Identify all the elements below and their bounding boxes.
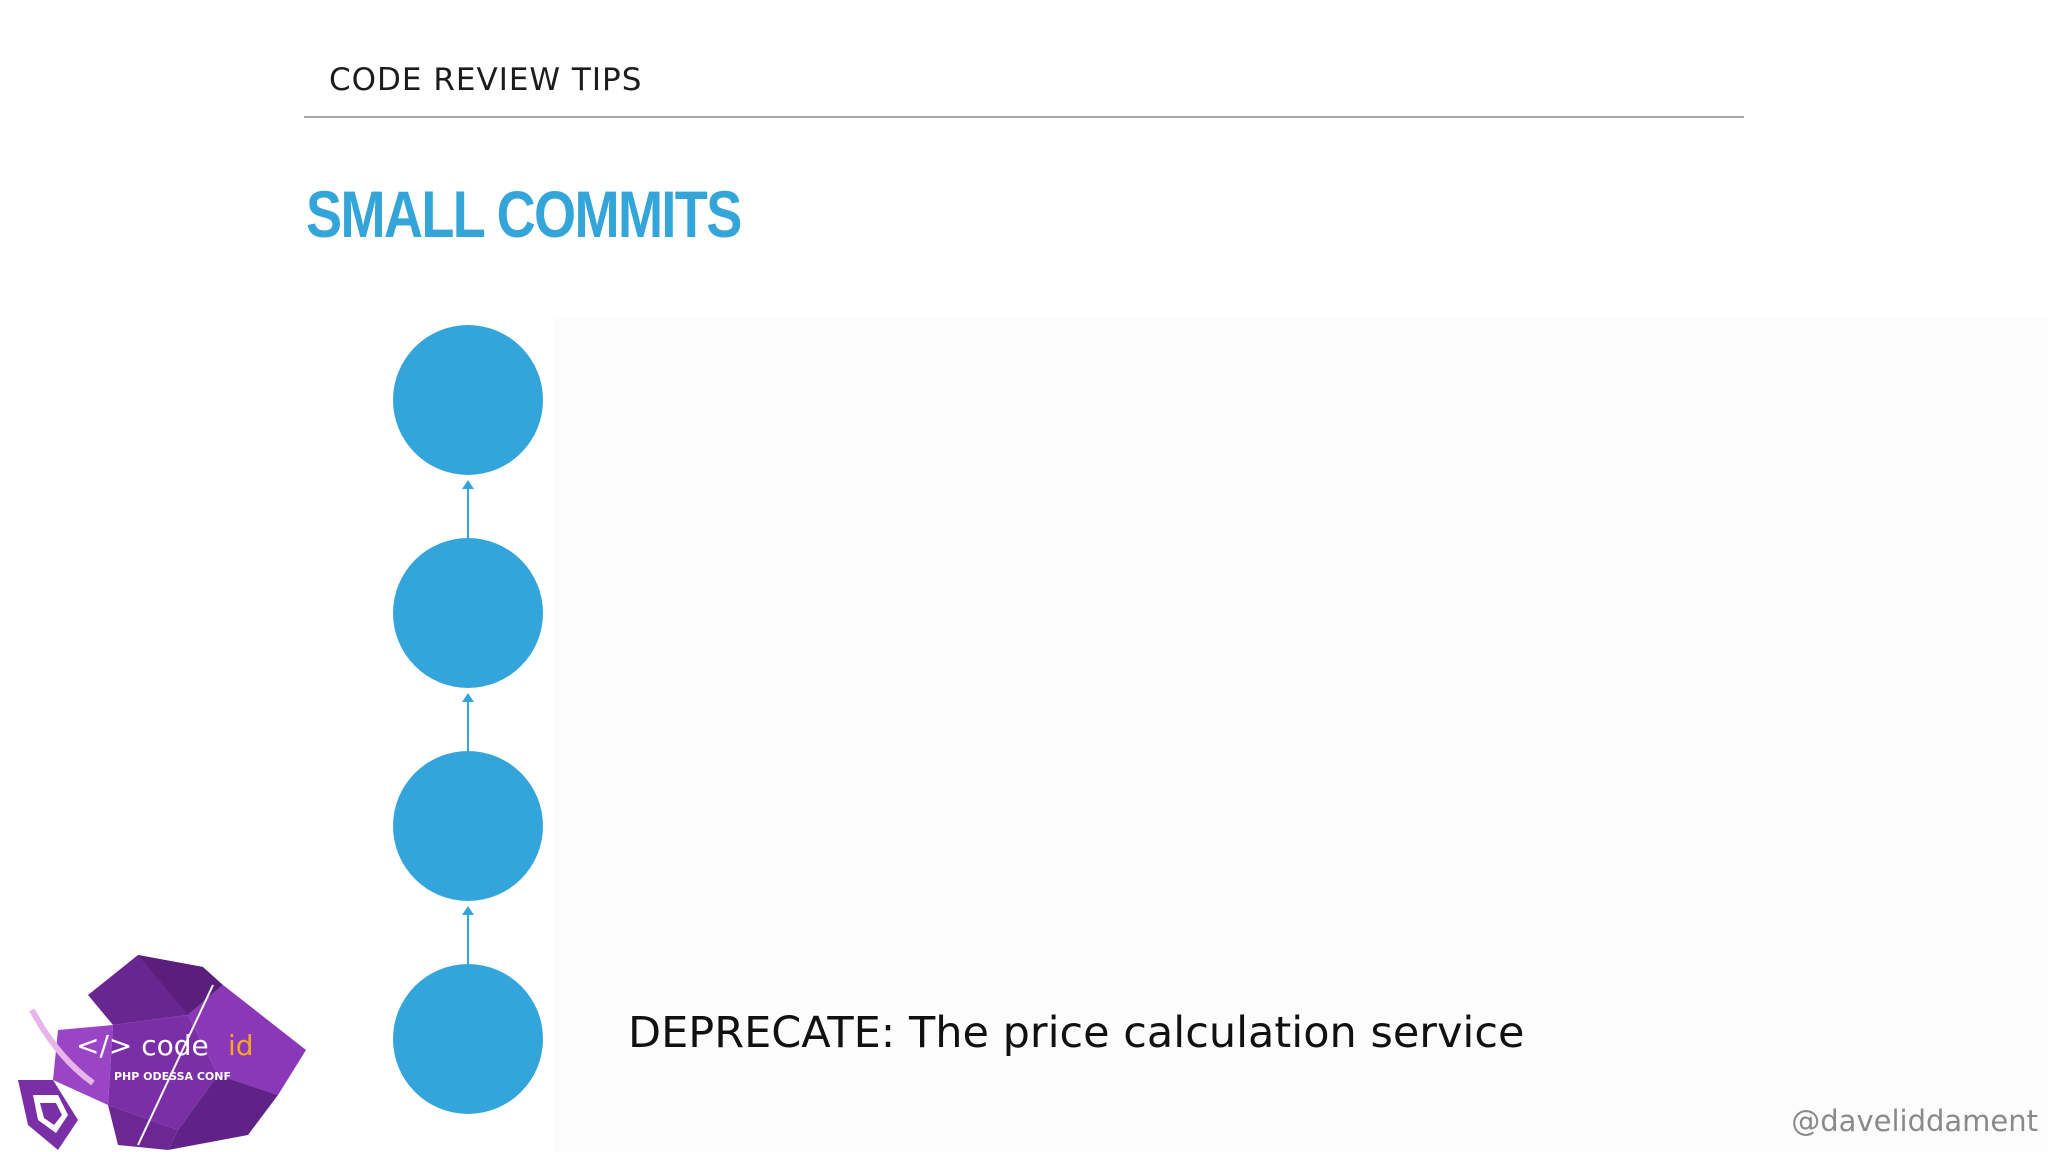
parent-arrow	[462, 480, 474, 542]
logo-wordmark-accent: id	[228, 1029, 254, 1062]
logo-facet	[138, 955, 223, 1015]
commit-graph	[380, 310, 560, 1130]
logo-facet	[168, 1075, 278, 1150]
parent-arrow	[462, 906, 474, 968]
arrow-shaft	[467, 913, 469, 968]
arrow-head	[462, 906, 474, 915]
commit-node	[393, 325, 543, 475]
logo-wordmark: </> code	[76, 1029, 209, 1062]
logo-facet	[53, 1025, 113, 1105]
header-divider	[304, 116, 1744, 118]
logo-facet	[108, 1105, 178, 1150]
logo-facet	[108, 1015, 218, 1130]
commit-node	[393, 538, 543, 688]
arrow-head	[462, 480, 474, 489]
arrow-shaft	[467, 700, 469, 755]
logo-swoosh	[29, 1008, 95, 1086]
section-header: CODE REVIEW TIPS	[329, 62, 643, 98]
slide-title: SMALL COMMITS	[306, 177, 742, 251]
arrow-head	[462, 693, 474, 702]
conference-logo-graphic: </> code id PHP ODESSA CONF	[18, 955, 306, 1150]
logo-divider	[137, 984, 214, 1146]
commit-message: DEPRECATE: The price calculation service	[628, 1008, 1525, 1058]
conference-logo: </> code id PHP ODESSA CONF	[18, 955, 308, 1150]
logo-facet	[188, 985, 306, 1095]
commit-node	[393, 964, 543, 1114]
arrow-shaft	[467, 487, 469, 542]
slide-content-area	[555, 318, 2048, 1152]
logo-conference-name: PHP ODESSA CONF	[114, 1070, 231, 1083]
logo-facet-inner	[40, 1103, 62, 1125]
commit-node	[393, 751, 543, 901]
parent-arrow	[462, 693, 474, 755]
twitter-handle: @daveliddament	[1791, 1104, 2038, 1138]
